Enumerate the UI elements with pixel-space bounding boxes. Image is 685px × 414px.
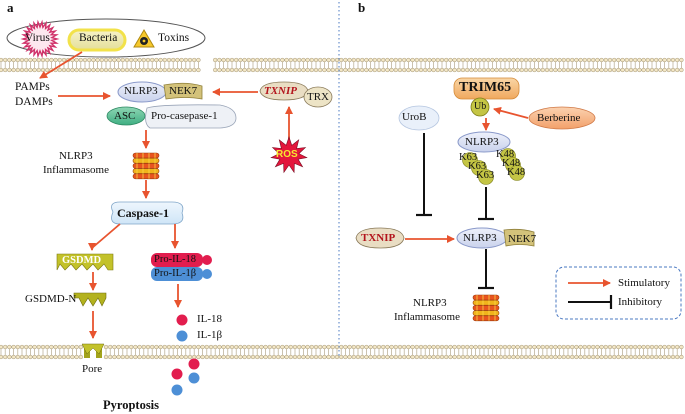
legend-inhibitory-label: Inhibitory [618,296,662,308]
nek7-b-shape [503,228,535,247]
toxins-label: Toxins [158,32,190,44]
nlrp3-b2-label: NLRP3 [463,232,497,244]
pamps-label: PAMPs [15,81,50,93]
txnip-b-shape [355,227,405,249]
pro-il1b-label: Pro-IL-1β [154,268,197,279]
cell-membrane-top [0,57,684,73]
gsdmd-label: GSDMD [62,255,102,266]
nlrp3-label: NLRP3 [124,85,158,97]
il1b-label: IL-1β [197,329,223,341]
released-il18-dot-2 [171,368,183,380]
legend-inhibitory-bar [568,295,613,309]
legend-box [555,266,682,320]
bacteria-shape [67,28,127,52]
k63-label-2: K63 [468,161,487,172]
released-il1b-dot-1 [188,372,200,384]
pro-il18-shape [151,253,203,267]
virus-icon [20,19,60,59]
nek7-shape [163,82,203,100]
il18-dot [176,314,188,326]
urob-label: UroB [402,111,427,123]
arrow-stimuli-pamps [39,51,83,79]
released-il18-dot-1 [188,358,200,370]
il1b-dot [176,330,188,342]
trim65-shape [453,77,520,100]
ub-shape [470,97,490,117]
ubiquitin-chain-k63 [462,152,494,185]
inflammasome-b-label-line1: NLRP3 [413,297,447,309]
trx-label: TRX [307,91,329,103]
pro-il18-dot [202,255,212,265]
k48-label-2: K48 [502,158,521,169]
ros-label: ROS [276,149,298,160]
pore-shape [81,343,105,358]
cell-membrane-bottom [0,344,684,360]
ubiquitin-chain-k48 [500,148,525,181]
txnip-b-label: TXNIP [361,232,396,244]
berberine-shape [528,106,596,130]
nek7-label: NEK7 [169,85,198,97]
legend-stimulatory-label: Stimulatory [618,277,670,289]
inflammasome-b-label-line2: Inflammasome [394,311,460,323]
k63-label-1: K63 [459,152,478,163]
caspase-shape [111,201,184,225]
pro-casepase-shape [145,104,237,129]
panel-a-label: a [7,0,14,15]
toxins-icon [133,29,155,48]
k63-label-3: K63 [476,170,495,181]
arrow-berberine-ub [493,106,529,119]
pyroptosis-label: Pyroptosis [103,398,160,412]
inflammasome-b-icon [472,294,500,322]
inhibit-urob [416,133,432,217]
panel-b-label: b [358,0,366,15]
trx-shape [303,86,333,108]
nek7-b-label: NEK7 [508,233,537,245]
nlrp3-b-label: NLRP3 [465,136,499,148]
nlrp3-b-shape [457,131,511,153]
pro-casepase-label: Pro-casepase-1 [151,110,218,122]
asc-shape [106,106,146,126]
gsdmd-shape [56,253,114,271]
k48-label-3: K48 [507,167,526,178]
caspase-label: Caspase-1 [117,206,170,220]
ros-burst-icon [270,136,308,174]
urob-shape [398,105,440,131]
ub-label: Ub [474,101,487,112]
damps-label: DAMPs [15,96,53,108]
virus-label: Virus [25,32,50,44]
released-il1b-dot-2 [171,384,183,396]
inflammasome-label-line1: NLRP3 [59,150,93,162]
gsdmd-n-label: GSDMD-N [25,293,77,305]
inhibit-ubiquitination [478,187,494,221]
pro-il18-label: Pro-IL-18 [154,254,196,265]
k48-label-1: K48 [496,149,515,160]
pro-il1b-shape [151,267,203,281]
il18-label: IL-18 [197,313,223,325]
pro-il1b-dot [202,269,212,279]
inhibit-inflammasome [478,249,494,290]
pore-label: Pore [82,363,103,375]
arrow-caspase-gsdmd [88,223,121,251]
berberine-label: Berberine [537,112,581,124]
asc-label: ASC [114,110,136,122]
inflammasome-label-line2: Inflammasome [43,164,109,176]
bacteria-label: Bacteria [79,32,118,44]
trim65-label: TRIM65 [459,80,512,95]
gsdmd-n-shape [73,292,107,307]
txnip-label: TXNIP [264,85,297,97]
inflammasome-icon [132,152,160,180]
